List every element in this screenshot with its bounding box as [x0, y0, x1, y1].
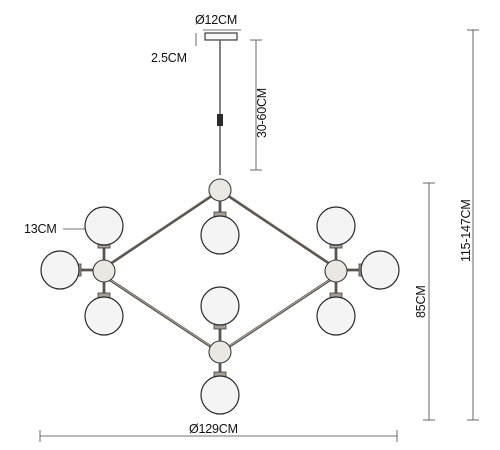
dimension-lines [39, 29, 479, 442]
total-width-label: Ø129CM [189, 422, 238, 436]
arm-top-right [222, 191, 338, 270]
globe-right-hub-up [316, 206, 356, 246]
globe-top-hub-down [200, 215, 240, 255]
globe-right-hub-side [360, 250, 400, 290]
globe-left-hub-up [84, 206, 124, 246]
left-hub-cluster [40, 206, 124, 336]
total-height-label: 115-147CM [459, 199, 473, 262]
globe-bottom-hub-up [200, 286, 240, 326]
globe-left-hub-side [40, 250, 80, 290]
globe-bottom-hub-down [200, 375, 240, 415]
globe-diameter-label: 13CM [24, 222, 57, 236]
right-hub [324, 259, 348, 283]
diamond-frame [102, 191, 338, 352]
bottom-hub [208, 340, 232, 364]
top-hub [208, 178, 232, 202]
canopy-and-rod [204, 32, 238, 175]
arm-top-left [102, 191, 218, 270]
left-hub [92, 259, 116, 283]
ceiling-canopy [204, 32, 238, 41]
globe-left-hub-down [84, 296, 124, 336]
dimension-labels: Ø12CM 2.5CM 30-60CM 13CM 85CM 115-147CM … [24, 13, 473, 436]
bottom-hub-cluster [200, 286, 240, 415]
canopy-height-label: 2.5CM [151, 51, 187, 65]
canopy-diameter-label: Ø12CM [195, 13, 237, 27]
globe-right-hub-down [316, 296, 356, 336]
rod-coupler [217, 114, 223, 126]
rod-length-label: 30-60CM [255, 88, 269, 138]
top-hub-cluster [200, 178, 240, 255]
right-hub-cluster [316, 206, 400, 336]
body-height-label: 85CM [414, 285, 428, 318]
